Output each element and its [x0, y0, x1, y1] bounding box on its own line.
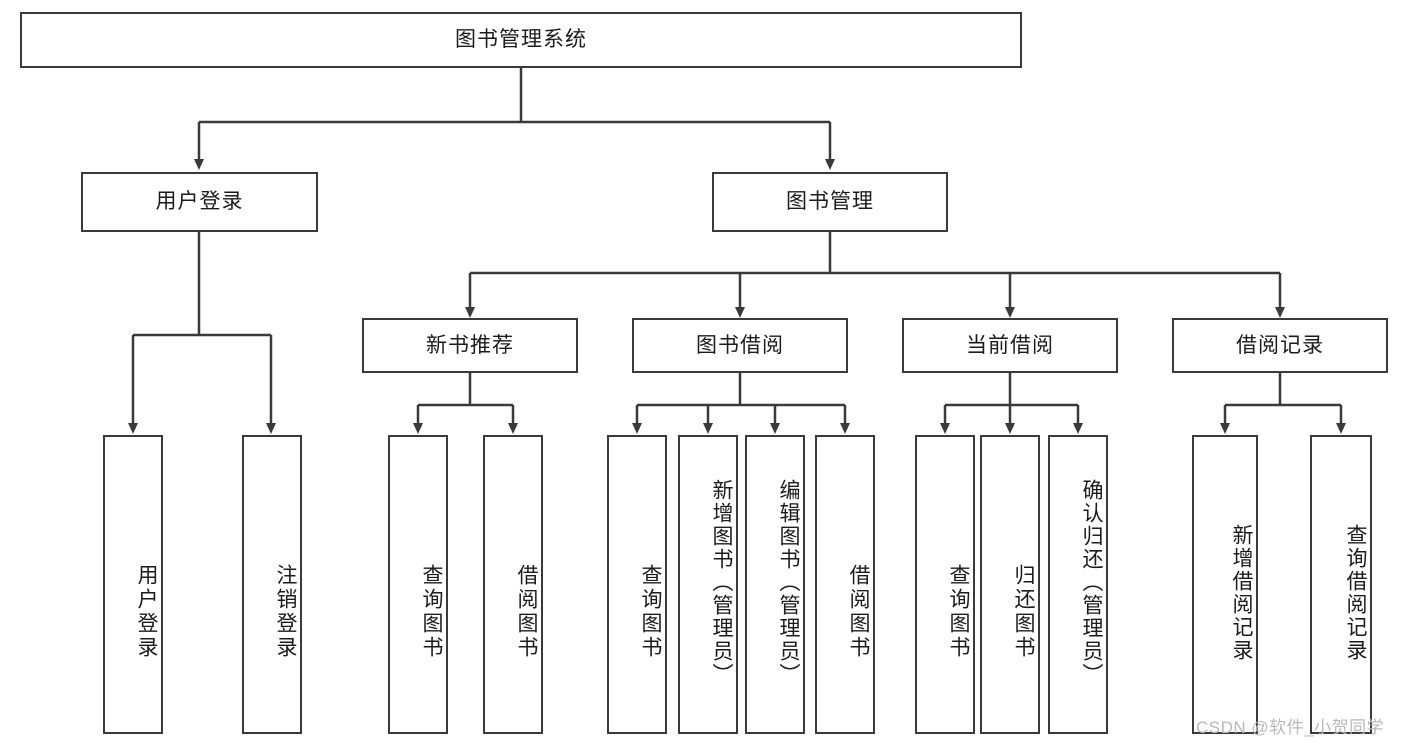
- node-book-borrow[interactable]: 图书借阅: [632, 318, 848, 373]
- node-label: 当前借阅: [966, 333, 1054, 357]
- node-user-login[interactable]: 用户登录: [81, 172, 318, 232]
- node-label: 查询借阅记录: [1344, 523, 1367, 662]
- node-label: 新书推荐: [426, 333, 514, 357]
- leaf-logout-login[interactable]: 注销登录: [242, 435, 302, 734]
- leaf-query-book-recommend[interactable]: 查询图书: [388, 435, 448, 734]
- node-label: 编辑图书（管理员）: [777, 479, 800, 686]
- node-label: 查询图书: [947, 563, 970, 660]
- node-label: 查询图书: [639, 563, 662, 660]
- node-new-book-recommend[interactable]: 新书推荐: [362, 318, 578, 373]
- node-label: 图书借阅: [696, 333, 784, 357]
- leaf-add-book-admin[interactable]: 新增图书（管理员）: [678, 435, 738, 734]
- node-label: 图书管理系统: [455, 28, 587, 52]
- leaf-add-borrow-record[interactable]: 新增借阅记录: [1192, 435, 1258, 734]
- leaf-query-book-borrow[interactable]: 查询图书: [607, 435, 667, 734]
- leaf-edit-book-admin[interactable]: 编辑图书（管理员）: [745, 435, 805, 734]
- leaf-query-book-current[interactable]: 查询图书: [915, 435, 975, 734]
- node-label: 用户登录: [155, 190, 244, 214]
- node-label: 注销登录: [274, 563, 297, 660]
- node-label: 借阅图书: [847, 563, 870, 660]
- node-label: 图书管理: [786, 190, 874, 214]
- node-label: 归还图书: [1012, 563, 1035, 660]
- leaf-query-borrow-record[interactable]: 查询借阅记录: [1310, 435, 1372, 734]
- node-label: 确认归还（管理员）: [1080, 479, 1103, 686]
- leaf-borrow-book-recommend[interactable]: 借阅图书: [483, 435, 543, 734]
- leaf-borrow-book-borrow[interactable]: 借阅图书: [815, 435, 875, 734]
- node-label: 借阅图书: [515, 563, 538, 660]
- node-root-book-management-system[interactable]: 图书管理系统: [20, 12, 1022, 68]
- node-label: 新增借阅记录: [1230, 523, 1253, 662]
- leaf-confirm-return-admin[interactable]: 确认归还（管理员）: [1048, 435, 1108, 734]
- node-borrow-record[interactable]: 借阅记录: [1172, 318, 1388, 373]
- node-label: 查询图书: [420, 563, 443, 660]
- node-current-borrow[interactable]: 当前借阅: [902, 318, 1118, 373]
- node-book-manage[interactable]: 图书管理: [712, 172, 948, 232]
- node-label: 用户登录: [135, 563, 158, 660]
- leaf-return-book[interactable]: 归还图书: [980, 435, 1040, 734]
- leaf-user-login[interactable]: 用户登录: [103, 435, 163, 734]
- csdn-watermark: CSDN @软件_小贺同学: [1196, 718, 1385, 737]
- node-label: 借阅记录: [1236, 333, 1324, 357]
- node-label: 新增图书（管理员）: [710, 479, 733, 686]
